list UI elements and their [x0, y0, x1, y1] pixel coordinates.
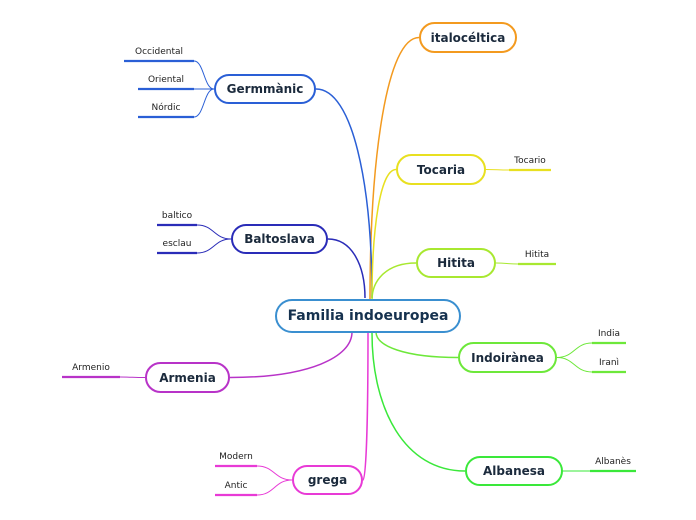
- leaf-connector: [556, 342, 593, 358]
- branch-connector: [327, 238, 366, 299]
- branch-connector: [371, 168, 397, 299]
- leaf-label[interactable]: Hitita: [524, 250, 550, 260]
- leaf-connector: [196, 224, 232, 240]
- leaf-label[interactable]: esclau: [162, 239, 192, 249]
- branch-connector: [371, 262, 417, 301]
- branch-connector: [371, 332, 466, 472]
- leaf-connector: [196, 238, 232, 254]
- leaf-label[interactable]: Armenio: [72, 363, 110, 373]
- branch-node[interactable]: Germmànic: [214, 74, 316, 104]
- branch-connector: [229, 331, 353, 379]
- leaf-connector: [193, 60, 215, 90]
- leaf-connector: [119, 376, 146, 378]
- branch-node[interactable]: grega: [292, 465, 363, 495]
- leaf-connector: [256, 465, 293, 481]
- leaf-label[interactable]: Iranì: [598, 358, 620, 368]
- leaf-connector: [485, 169, 510, 171]
- leaf-label[interactable]: Tocario: [514, 156, 546, 166]
- branch-connector: [375, 331, 459, 359]
- leaf-label[interactable]: Antic: [224, 481, 248, 491]
- branch-connector: [315, 88, 373, 299]
- leaf-label[interactable]: Modern: [219, 452, 253, 462]
- branch-node[interactable]: Baltoslava: [231, 224, 328, 254]
- leaf-connector: [256, 479, 293, 496]
- branch-node[interactable]: Tocaria: [396, 154, 486, 185]
- leaf-label[interactable]: Oriental: [147, 75, 185, 85]
- leaf-label[interactable]: Nórdic: [151, 103, 181, 113]
- branch-node[interactable]: Albanesa: [465, 456, 563, 486]
- root-node[interactable]: Familia indoeuropea: [275, 299, 461, 333]
- leaf-connector: [495, 262, 519, 265]
- branch-node[interactable]: italocéltica: [419, 22, 517, 53]
- leaf-connector: [193, 88, 215, 118]
- branch-connector: [362, 332, 369, 481]
- branch-node[interactable]: Armenia: [145, 362, 230, 393]
- leaf-label[interactable]: baltico: [161, 211, 193, 221]
- leaf-connector: [556, 357, 593, 373]
- branch-node[interactable]: Indoirànea: [458, 342, 557, 373]
- branch-node[interactable]: Hitita: [416, 248, 496, 278]
- leaf-label[interactable]: India: [597, 329, 621, 339]
- leaf-label[interactable]: Occidental: [135, 47, 183, 57]
- leaf-label[interactable]: Albanès: [595, 457, 631, 467]
